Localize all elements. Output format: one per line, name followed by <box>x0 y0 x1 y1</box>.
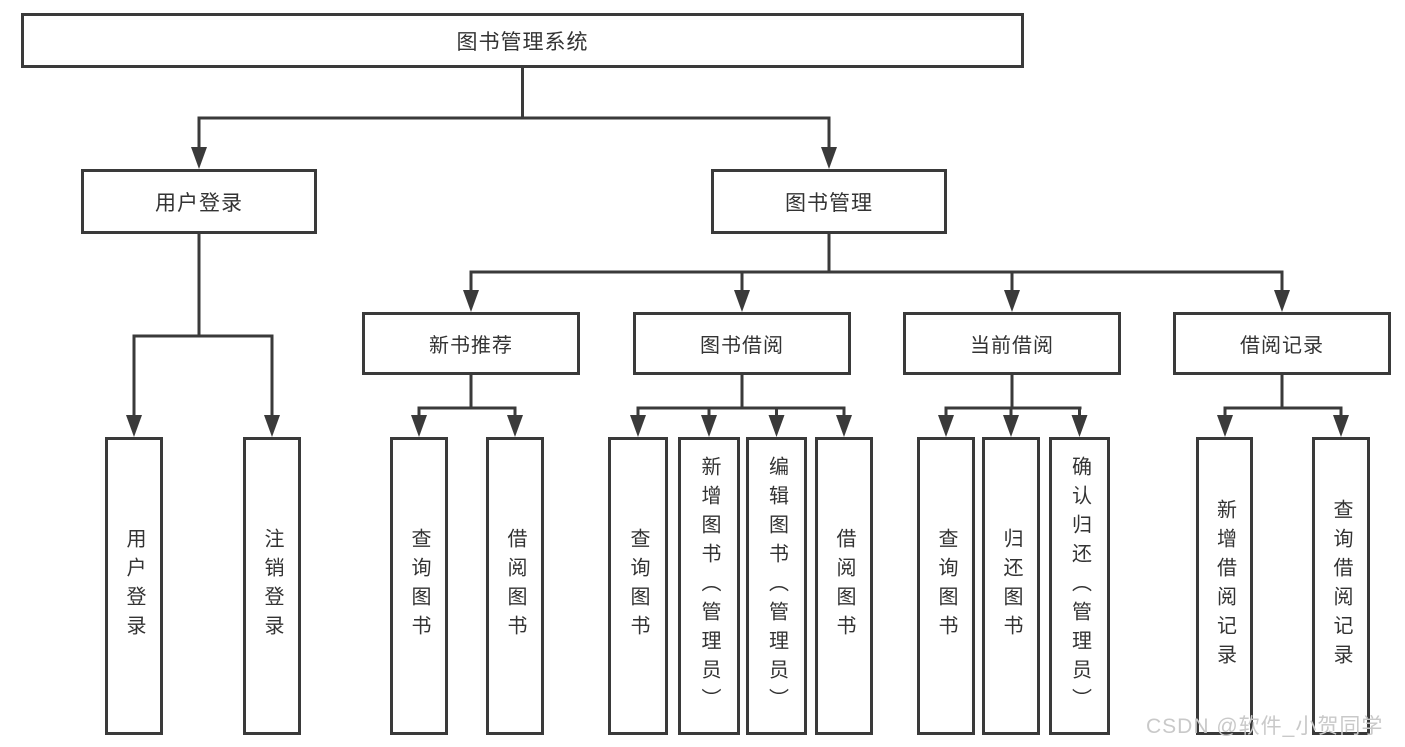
leaf-return-book: 归还图书 <box>982 437 1040 735</box>
leaf-recommend-query-book-label: 查询图书 <box>408 528 430 644</box>
leaf-add-book-admin: 新增图书（管理员） <box>678 437 740 735</box>
leaf-user-login: 用户登录 <box>105 437 163 735</box>
leaf-edit-book-admin: 编辑图书（管理员） <box>746 437 807 735</box>
leaf-confirm-return-admin-label: 确认归还（管理员） <box>1068 455 1091 717</box>
leaf-query-borrow-record-label: 查询借阅记录 <box>1330 499 1352 673</box>
node-book-management-label: 图书管理 <box>785 191 873 215</box>
node-current-borrow: 当前借阅 <box>903 312 1121 375</box>
leaf-recommend-query-book: 查询图书 <box>390 437 448 735</box>
leaf-add-borrow-record: 新增借阅记录 <box>1196 437 1253 735</box>
leaf-recommend-borrow-book-label: 借阅图书 <box>504 528 526 644</box>
leaf-current-query-book-label: 查询图书 <box>935 528 957 644</box>
leaf-logout: 注销登录 <box>243 437 301 735</box>
leaf-confirm-return-admin: 确认归还（管理员） <box>1049 437 1110 735</box>
leaf-recommend-borrow-book: 借阅图书 <box>486 437 544 735</box>
leaf-user-login-label: 用户登录 <box>123 528 145 644</box>
leaf-edit-book-admin-label: 编辑图书（管理员） <box>765 455 788 717</box>
arrowhead-icons <box>126 147 1349 437</box>
node-book-management: 图书管理 <box>711 169 947 234</box>
leaf-add-borrow-record-label: 新增借阅记录 <box>1213 499 1236 673</box>
node-borrow-records: 借阅记录 <box>1173 312 1391 375</box>
csdn-watermark: CSDN @软件_小贺同学 <box>1146 715 1384 738</box>
node-user-login: 用户登录 <box>81 169 317 234</box>
node-new-book-recommend-label: 新书推荐 <box>429 335 513 357</box>
node-current-borrow-label: 当前借阅 <box>970 335 1054 357</box>
node-borrow-records-label: 借阅记录 <box>1240 335 1324 357</box>
leaf-borrow-borrow-book: 借阅图书 <box>815 437 873 735</box>
node-book-borrow: 图书借阅 <box>633 312 851 375</box>
node-root-system: 图书管理系统 <box>21 13 1024 68</box>
leaf-query-borrow-record: 查询借阅记录 <box>1312 437 1370 735</box>
node-book-borrow-label: 图书借阅 <box>700 335 784 357</box>
node-root-system-label: 图书管理系统 <box>456 30 589 54</box>
leaf-return-book-label: 归还图书 <box>1000 528 1022 644</box>
leaf-logout-label: 注销登录 <box>261 528 283 644</box>
leaf-add-book-admin-label: 新增图书（管理员） <box>698 455 720 717</box>
leaf-current-query-book: 查询图书 <box>917 437 975 735</box>
leaf-borrow-query-book: 查询图书 <box>608 437 668 735</box>
leaf-borrow-query-book-label: 查询图书 <box>627 528 649 644</box>
leaf-borrow-borrow-book-label: 借阅图书 <box>833 528 855 644</box>
node-new-book-recommend: 新书推荐 <box>362 312 580 375</box>
node-user-login-label: 用户登录 <box>155 191 243 215</box>
